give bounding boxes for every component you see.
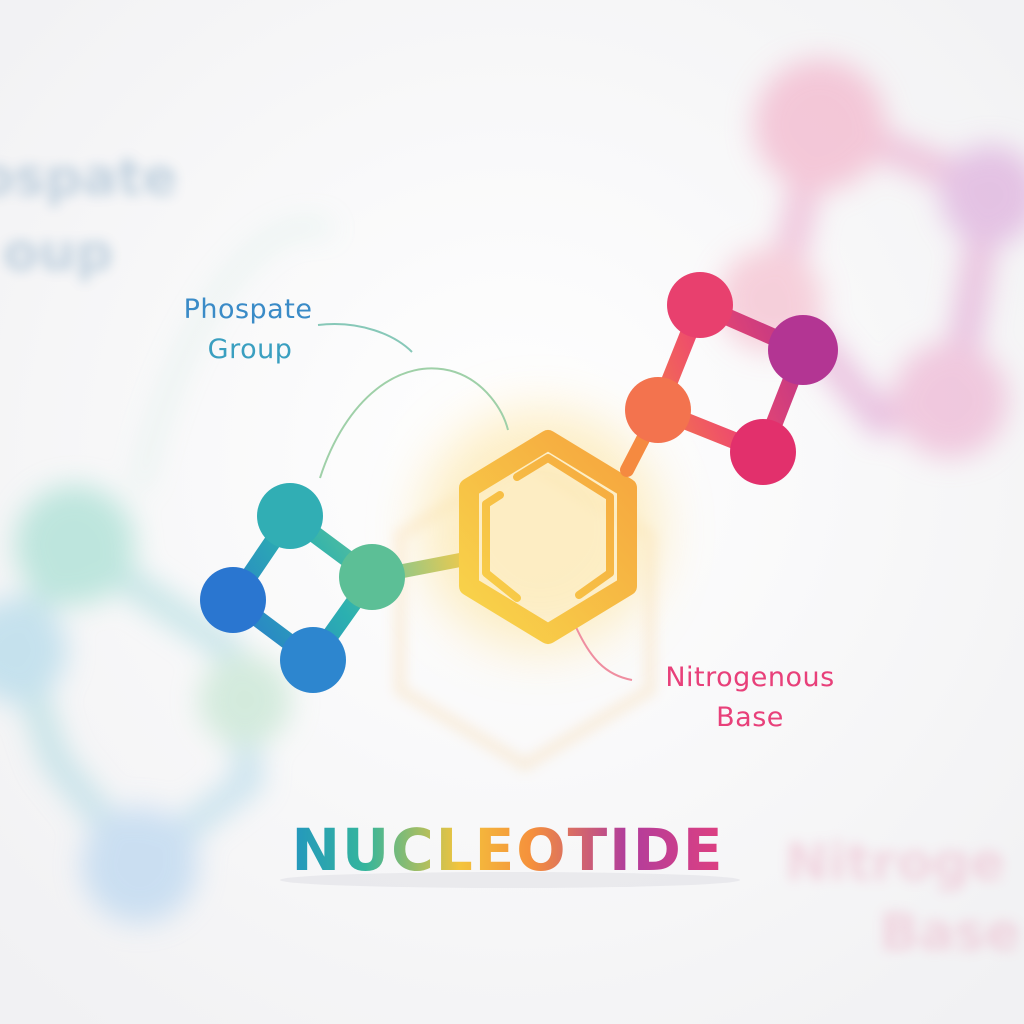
atom [257,483,323,549]
ghost-label-left-2: oup [3,223,113,283]
atom [280,627,346,693]
ghost-label-right-1: Nitroge [785,833,1005,893]
atom [625,377,691,443]
atom [667,272,733,338]
ghost-molecule-right [718,59,1024,458]
ghost-label-left-1: ospate [0,148,178,208]
base-label-line1: Nitrogenous [665,662,834,693]
hexagon-inner-arc-2 [482,491,521,602]
atom [200,567,266,633]
atom [730,419,796,485]
ghost-molecule-left [0,222,332,923]
hexagon-outer [459,430,637,644]
atom [339,544,405,610]
ghost-labels: ospate oup Nitroge Base [0,148,1020,963]
base-leader-line [574,624,633,681]
base-label-line2: Base [716,702,784,733]
atom [768,315,838,385]
phosphate-leader-line-top [317,323,413,353]
diagram-title: NUCLEOTIDE [292,816,725,884]
phosphate-label-line2: Group [208,334,293,365]
hexagon-inner-arc [513,454,614,599]
phosphate-label-line1: Phospate [184,294,313,325]
central-hexagon-ring [459,430,637,644]
nitrogenous-base-molecule [620,272,838,485]
phosphate-group-molecule [200,483,467,693]
title-shadow [280,872,740,888]
ghost-label-right-2: Base [880,903,1021,963]
phosphate-leader-line [319,367,509,479]
